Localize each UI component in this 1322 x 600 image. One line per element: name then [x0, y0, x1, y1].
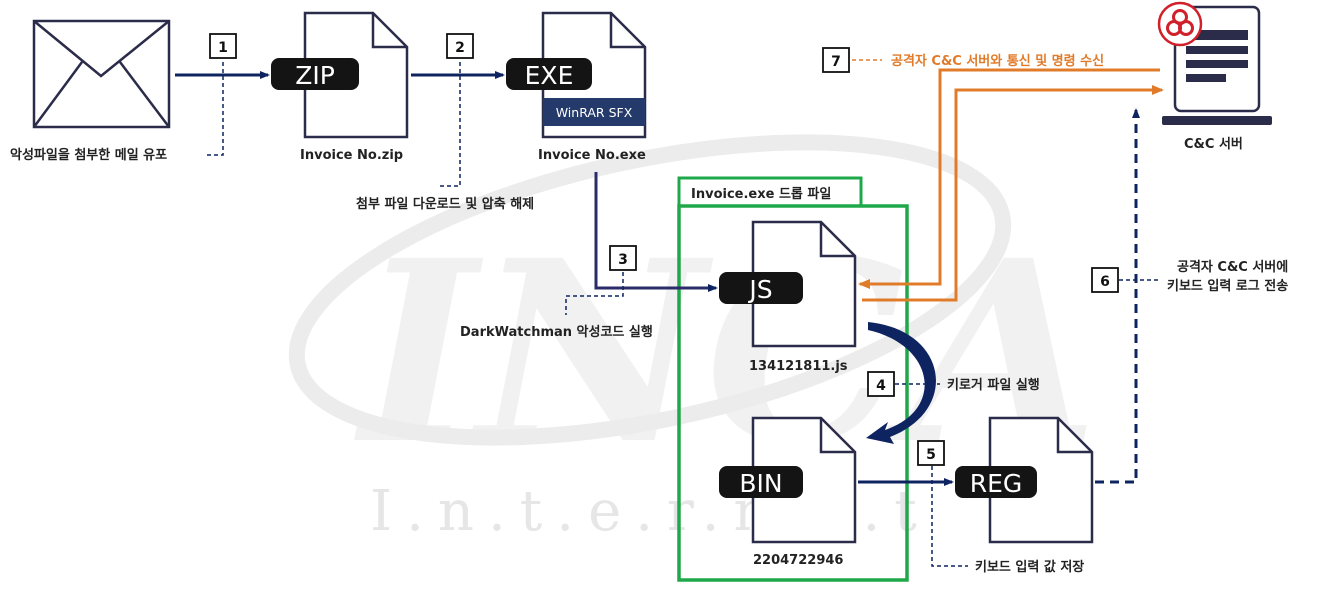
- step-5-label: 키보드 입력 값 저장: [975, 559, 1084, 575]
- step-6-number: 6: [1100, 274, 1110, 290]
- reg-node: REG: [955, 416, 1094, 544]
- js-caption: 134121811.js: [749, 359, 848, 374]
- bin-badge-label: BIN: [739, 469, 782, 498]
- curved-arrow-js-to-bin: [866, 322, 936, 444]
- flow-js-to-server: [862, 85, 1164, 302]
- watermark-swoosh: [288, 134, 1012, 446]
- bin-badge: [719, 466, 803, 498]
- step-6-label-line1: 공격자 C&C 서버에: [1177, 259, 1288, 275]
- zip-badge-label: ZIP: [295, 61, 335, 90]
- reg-file-icon: [988, 416, 1094, 544]
- exe-caption: Invoice No.exe: [538, 148, 646, 163]
- step-3-label: DarkWatchman 악성코드 실행: [460, 324, 653, 340]
- envelope-icon: [32, 19, 171, 129]
- step-2-box: [446, 33, 474, 59]
- bin-file-icon: [751, 416, 857, 544]
- exe-badge-label: EXE: [525, 61, 574, 90]
- drop-group-box: [677, 204, 909, 582]
- step-4: 4 키로거 파일 실행: [867, 371, 1040, 397]
- watermark: INCA I.n.t.e.r.n.e.t: [288, 134, 1098, 544]
- step-5-number: 5: [926, 447, 936, 463]
- step-1-number: 1: [218, 40, 228, 56]
- step-4-number: 4: [876, 378, 886, 394]
- drop-file-group: Invoice.exe 드롭 파일: [677, 176, 909, 582]
- js-badge: [719, 272, 803, 304]
- step-1-box: [209, 33, 237, 59]
- step-1: 1: [207, 33, 237, 156]
- exe-node: EXE WinRAR SFX Invoice No.exe: [506, 11, 647, 163]
- step-2: 2 첨부 파일 다운로드 및 압축 해제: [356, 33, 534, 212]
- cc-server-caption: C&C 서버: [1184, 136, 1243, 152]
- step-6: 6 공격자 C&C 서버에 키보드 입력 로그 전송: [1091, 259, 1288, 294]
- zip-node: ZIP Invoice No.zip: [271, 11, 409, 163]
- mail-node: 악성파일을 첨부한 메일 유포: [10, 19, 171, 163]
- step-7: 7 공격자 C&C 서버와 통신 및 명령 수신: [822, 47, 1104, 73]
- step-3-box: [609, 245, 637, 271]
- exe-badge: [506, 58, 592, 90]
- step-2-number: 2: [455, 40, 465, 56]
- bin-caption: 2204722946: [753, 553, 843, 568]
- step-5: 5 키보드 입력 값 저장: [917, 440, 1084, 575]
- reg-badge: [955, 466, 1037, 498]
- step-7-number: 7: [831, 54, 841, 70]
- flow-exe-to-js: [594, 172, 718, 292]
- winrar-sfx-label: WinRAR SFX: [556, 105, 633, 120]
- step-5-box: [917, 440, 945, 466]
- step-7-box: [822, 47, 850, 73]
- flow-reg-to-server: [1095, 108, 1140, 484]
- js-file-icon: [751, 220, 857, 348]
- drop-group-title: Invoice.exe 드롭 파일: [691, 186, 831, 202]
- drop-group-tab: [677, 176, 863, 208]
- bin-node: BIN 2204722946: [719, 416, 857, 568]
- step-7-label: 공격자 C&C 서버와 통신 및 명령 수신: [891, 53, 1104, 69]
- step-6-box: [1091, 267, 1119, 293]
- step-6-label-line2: 키보드 입력 로그 전송: [1167, 278, 1288, 294]
- step-4-label: 키로거 파일 실행: [947, 377, 1040, 393]
- winrar-sfx-band: [543, 98, 645, 126]
- flow-server-to-js: [858, 68, 1160, 289]
- js-node: JS 134121811.js: [719, 220, 857, 374]
- reg-badge-label: REG: [970, 469, 1023, 498]
- step-3: 3 DarkWatchman 악성코드 실행: [460, 245, 653, 340]
- step-2-label: 첨부 파일 다운로드 및 압축 해제: [356, 196, 534, 212]
- zip-badge: [271, 58, 359, 90]
- zip-caption: Invoice No.zip: [300, 148, 403, 163]
- biohazard-icon: [1157, 1, 1203, 47]
- watermark-logo: INCA: [354, 205, 1098, 499]
- step-4-box: [867, 371, 895, 397]
- step-3-number: 3: [618, 252, 628, 268]
- cc-server-node: C&C 서버: [1157, 1, 1272, 152]
- mail-caption: 악성파일을 첨부한 메일 유포: [10, 147, 167, 163]
- js-badge-label: JS: [747, 275, 772, 304]
